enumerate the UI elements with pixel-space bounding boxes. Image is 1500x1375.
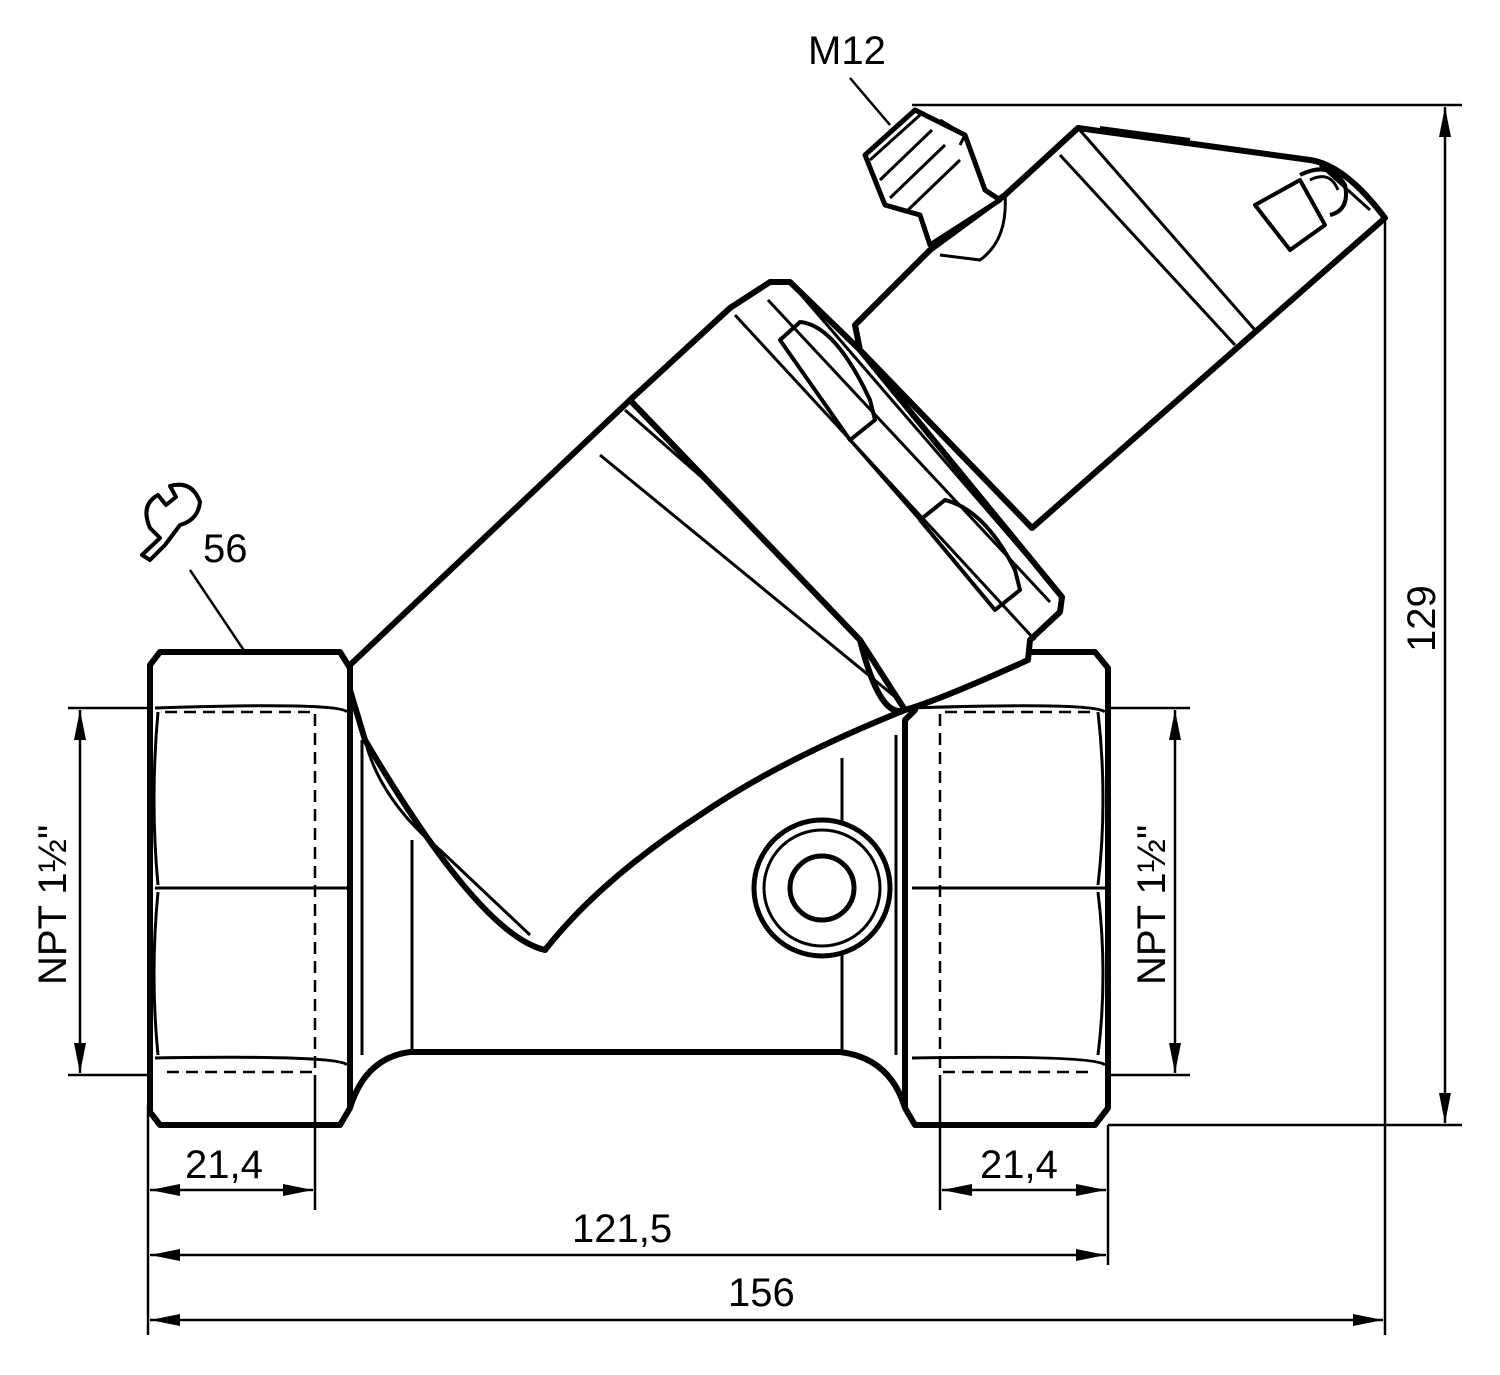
left-hex-nut [147,649,353,1128]
label-inner-length: 121,5 [572,1207,672,1251]
pipe-body [347,680,908,1111]
valve-body [147,107,1388,1128]
label-overall-height: 129 [1400,585,1444,652]
label-thread-depth-right: 21,4 [980,1143,1058,1187]
sensor-housing [852,125,1388,531]
right-hex-nut [902,649,1111,1128]
dimension-lines [68,77,1462,1335]
m12-connector [862,107,1003,248]
leader-m12 [849,77,891,126]
label-thread-right: NPT 1½" [1130,825,1174,985]
label-thread-left: NPT 1½" [31,825,75,985]
label-wrench-size: 56 [203,527,248,571]
label-connector: M12 [808,29,886,73]
test-port [751,817,893,959]
label-overall-length: 156 [728,1271,795,1315]
leader-wrench [188,569,247,653]
wrench-icon [140,482,202,562]
label-thread-depth-left: 21,4 [185,1143,263,1187]
